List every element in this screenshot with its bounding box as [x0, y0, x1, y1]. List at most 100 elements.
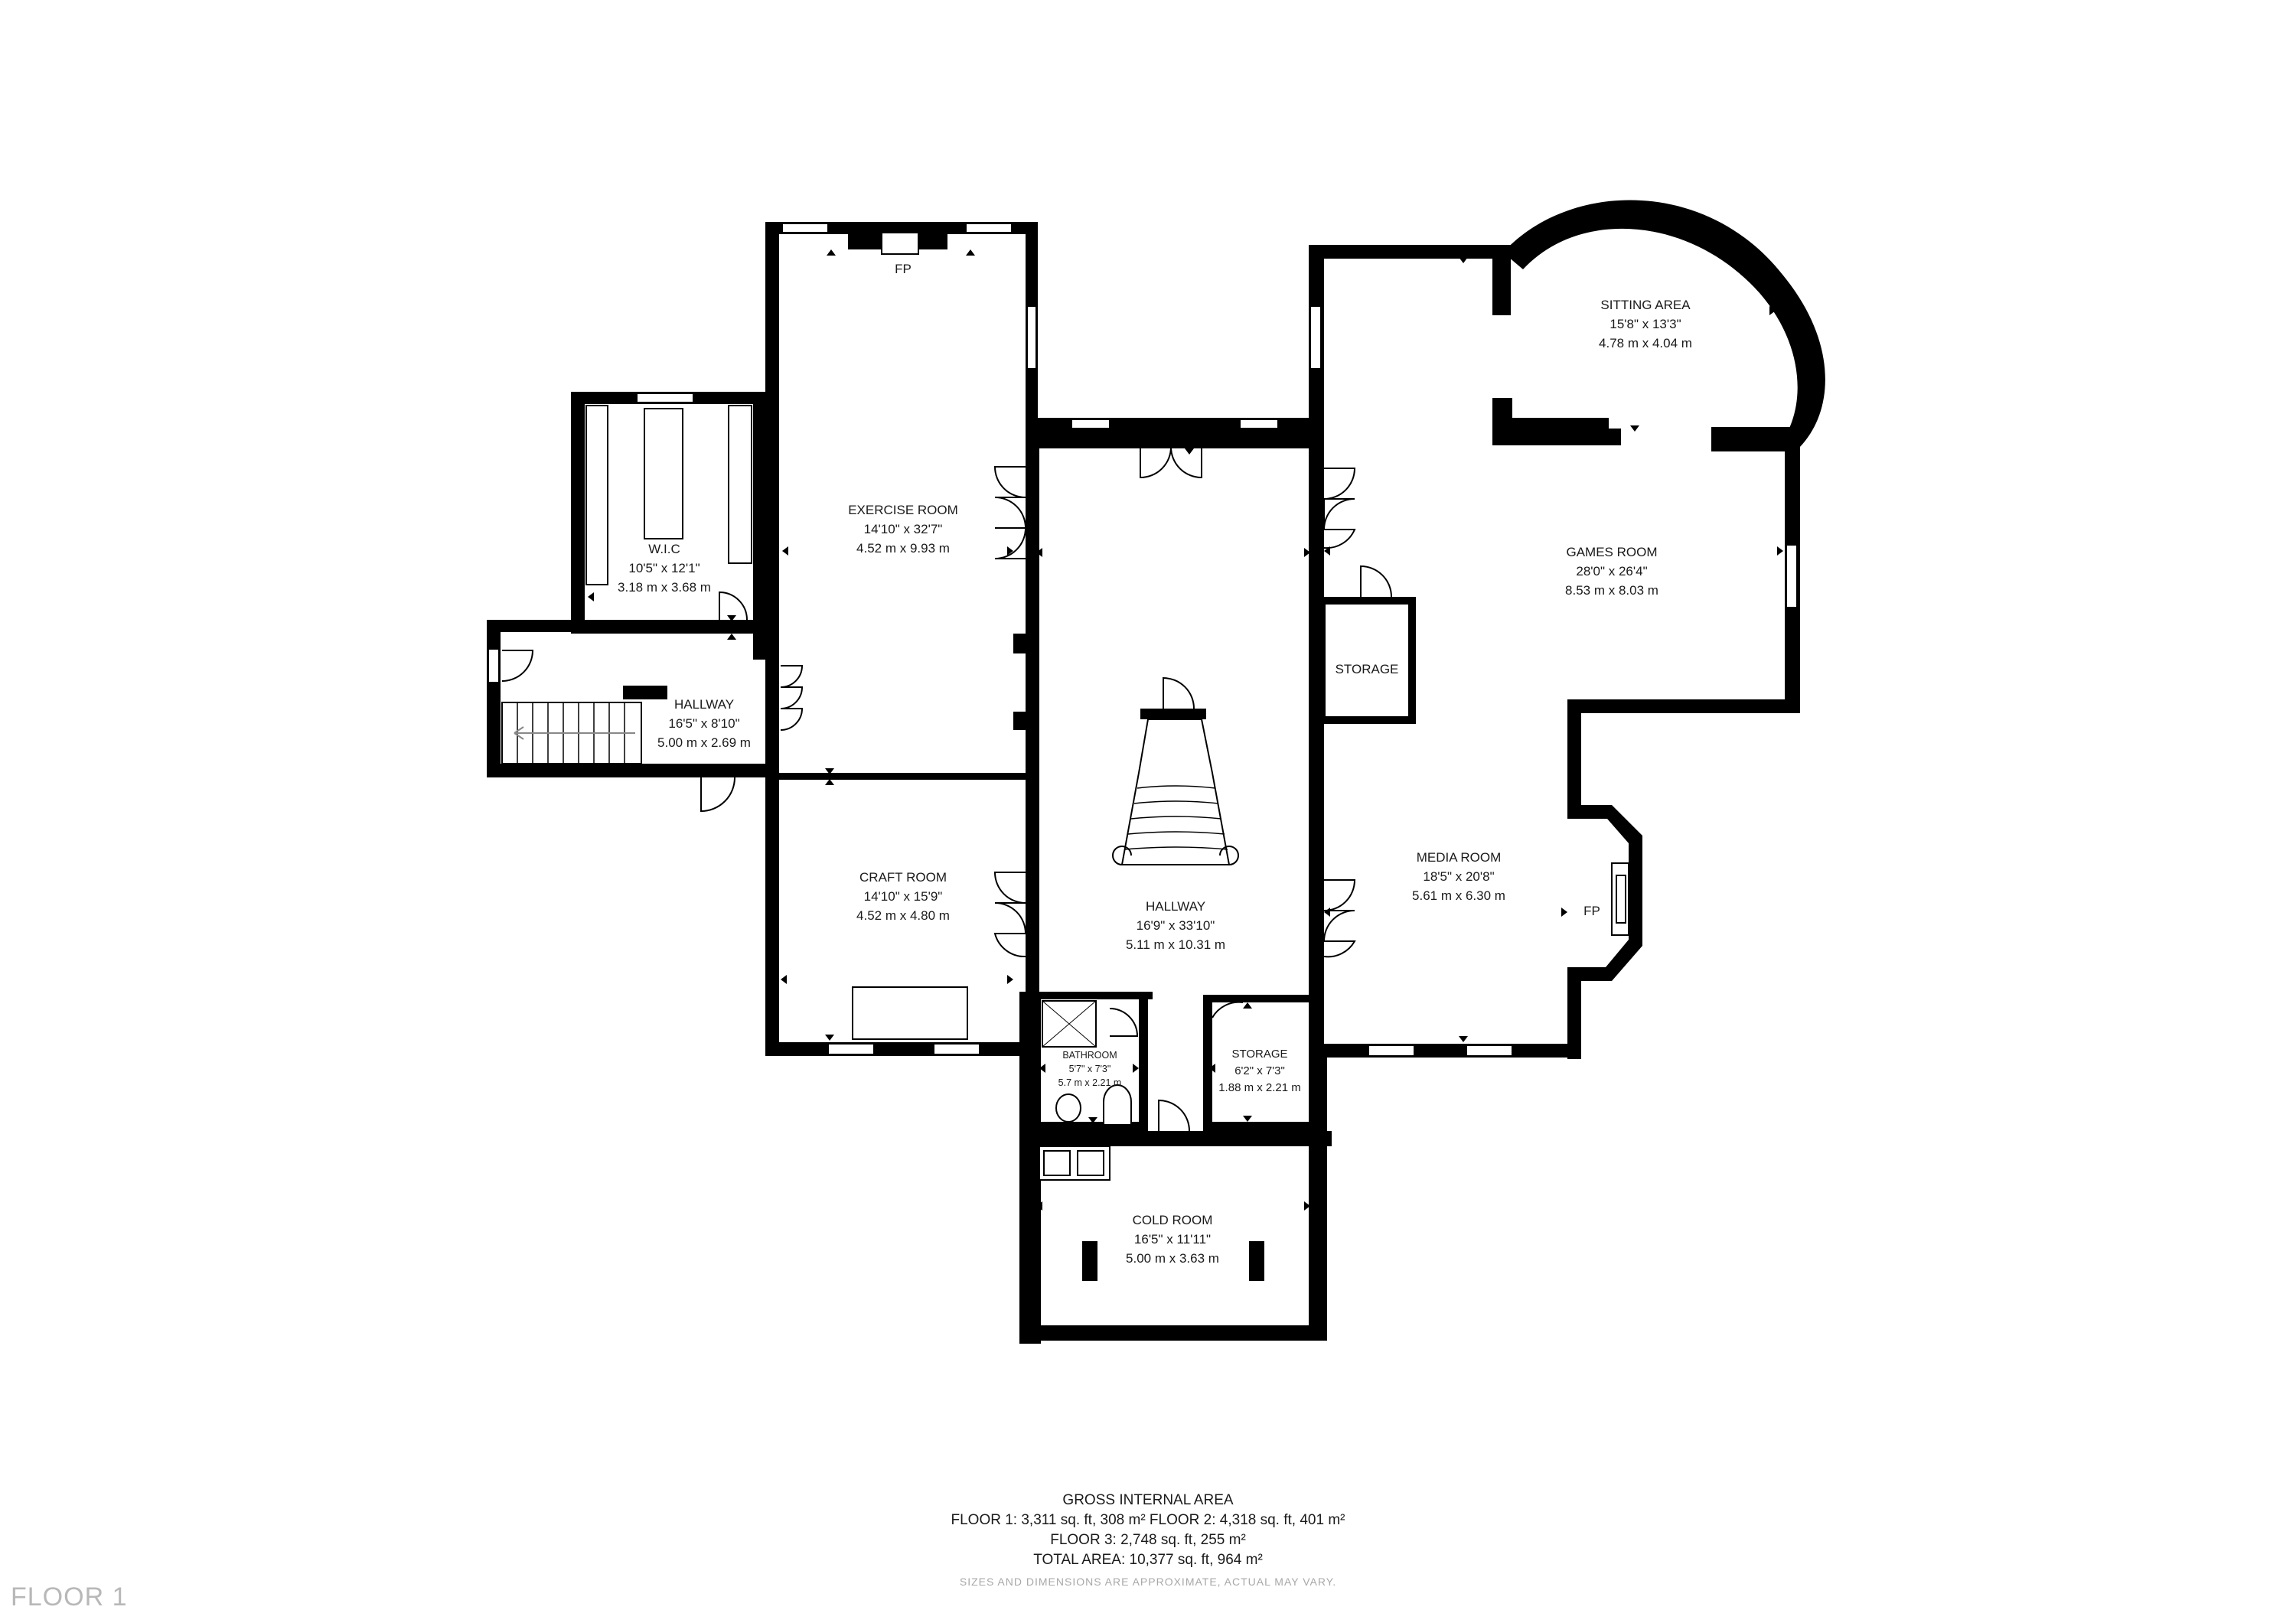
wall-storage-south [1203, 1122, 1324, 1133]
window-media-south-1 [1368, 1045, 1415, 1057]
wall-cold-east [1309, 1050, 1327, 1341]
room-name: HALLWAY [1146, 899, 1205, 914]
room-imperial: 16'9" x 33'10" [1137, 918, 1215, 933]
wall-hall-pillar-1 [1013, 634, 1029, 653]
fireplace-label: FP [895, 262, 912, 276]
room-games: GAMES ROOM 28'0" x 26'4" 8.53 m x 8.03 m [1565, 545, 1658, 598]
window-hall-main-north-2 [1239, 419, 1279, 429]
wall-sitting-pier-south [1711, 427, 1797, 451]
door-storage-small [1212, 1001, 1244, 1018]
fireplace-label: FP [1583, 904, 1600, 918]
doors [501, 446, 1392, 1132]
window-craft-south-2 [933, 1043, 980, 1055]
door-craft-east [993, 872, 1026, 958]
fireplace-exercise [881, 232, 919, 255]
area-title: GROSS INTERNAL AREA [1062, 1492, 1234, 1508]
wall-craft-south [765, 1042, 1038, 1056]
wall-bath-north [1026, 992, 1153, 999]
room-name: SITTING AREA [1600, 298, 1691, 312]
window-exercise-north-2 [965, 223, 1013, 233]
window-wic-north [636, 393, 694, 403]
wall-cold-west [1019, 1131, 1035, 1339]
door-wic [719, 591, 748, 621]
wall-cold-south [1019, 1325, 1327, 1341]
windows [488, 223, 1798, 1057]
room-hallway-main: HALLWAY 16'9" x 33'10" 5.11 m x 10.31 m [1126, 899, 1225, 952]
room-sitting: SITTING AREA 15'8" x 13'3" 4.78 m x 4.04… [1599, 298, 1692, 350]
room-imperial: 14'10" x 32'7" [864, 522, 943, 536]
door-exercise-east [993, 466, 1026, 559]
wall-storage-north [1203, 995, 1318, 1002]
room-storage-games: STORAGE [1336, 662, 1399, 676]
wall-media-bay [1567, 805, 1642, 981]
wall-wic-west [571, 392, 585, 634]
stair-main-top-wall [1140, 709, 1206, 719]
door-hall-west-south [700, 777, 735, 813]
window-exercise-east [1026, 305, 1037, 370]
room-storage-small: STORAGE 6'2" x 7'3" 1.88 m x 2.21 m [1218, 1048, 1301, 1094]
wall-wic-east [753, 392, 765, 660]
wall-hall-west-north [487, 620, 765, 632]
room-craft: CRAFT ROOM 14'10" x 15'9" 4.52 m x 4.80 … [856, 870, 950, 923]
room-metric: 4.52 m x 9.93 m [856, 541, 950, 556]
door-storage-games [1360, 565, 1392, 598]
wall-media-east [1567, 699, 1581, 814]
wic-island [644, 408, 683, 539]
wall-storage-west [1203, 995, 1212, 1133]
room-metric: 5.11 m x 10.31 m [1126, 937, 1225, 952]
room-name: CRAFT ROOM [859, 870, 947, 885]
area-line-1: FLOOR 1: 3,311 sq. ft, 308 m² FLOOR 2: 4… [951, 1512, 1345, 1528]
area-line-2: FLOOR 3: 2,748 sq. ft, 255 m² [1050, 1532, 1246, 1548]
room-cold: COLD ROOM 16'5" x 11'11" 5.00 m x 3.63 m [1126, 1213, 1219, 1266]
room-imperial: 5'7" x 7'3" [1069, 1064, 1111, 1074]
wall-exercise-west [765, 222, 779, 1056]
door-hall-west-double [780, 665, 804, 731]
wall-cold-north [1026, 1131, 1332, 1146]
wall-media-south [1309, 1044, 1581, 1058]
gross-internal-area: GROSS INTERNAL AREA FLOOR 1: 3,311 sq. f… [842, 1491, 1454, 1592]
wall-games-south-east [1567, 699, 1800, 713]
window-craft-south-1 [827, 1043, 875, 1055]
craft-table [852, 986, 968, 1040]
room-name: W.I.C [648, 542, 680, 556]
window-exercise-north-1 [781, 223, 829, 233]
wall-sitting-pier-north [1492, 245, 1511, 315]
window-hall-main-north-1 [1071, 419, 1110, 429]
door-hall-east [1323, 468, 1356, 549]
stair-west-arrow [514, 726, 635, 740]
wall-hall-main-east [1309, 245, 1324, 1058]
bath-sink [1103, 1084, 1132, 1126]
room-metric: 1.88 m x 2.21 m [1218, 1081, 1301, 1094]
room-hallway-west: HALLWAY 16'5" x 8'10" 5.00 m x 2.69 m [657, 697, 751, 750]
fixtures [501, 232, 1629, 1281]
cold-sink-1 [1043, 1150, 1071, 1176]
wall-hall-west-south [487, 764, 765, 777]
walls [487, 200, 1825, 1344]
room-name: MEDIA ROOM [1417, 850, 1502, 865]
room-name: COLD ROOM [1133, 1213, 1213, 1227]
room-name: STORAGE [1231, 1048, 1287, 1061]
room-metric: 8.53 m x 8.03 m [1565, 583, 1658, 598]
stair-main-scroll-left [1112, 846, 1132, 865]
room-wic: W.I.C 10'5" x 12'1" 3.18 m x 3.68 m [618, 542, 711, 595]
room-imperial: 16'5" x 8'10" [668, 716, 739, 731]
storage-games-interior [1326, 605, 1408, 716]
room-metric: 5.7 m x 2.21 m [1058, 1077, 1122, 1088]
stair-main-treads [1124, 785, 1228, 850]
room-metric: 5.61 m x 6.30 m [1412, 888, 1505, 903]
bath-shower-diagonal [1042, 1000, 1097, 1048]
wic-shelf-east [728, 405, 752, 564]
door-hall-west-west [501, 650, 534, 682]
area-line-3: TOTAL AREA: 10,377 sq. ft, 964 m² [1033, 1552, 1263, 1568]
wall-sitting-partition-3 [1600, 429, 1621, 445]
cold-post-1 [1082, 1241, 1097, 1281]
cold-sink-2 [1077, 1150, 1104, 1176]
room-labels: FP EXERCISE ROOM 14'10" x 32'7" 4.52 m x… [618, 262, 1692, 1266]
door-media-west [1323, 879, 1356, 958]
window-games-west [1309, 305, 1322, 370]
room-name: GAMES ROOM [1566, 545, 1657, 559]
wall-exercise-craft-divider [765, 773, 1039, 780]
room-imperial: 16'5" x 11'11" [1134, 1232, 1211, 1247]
door-stair-landing [1163, 676, 1195, 709]
